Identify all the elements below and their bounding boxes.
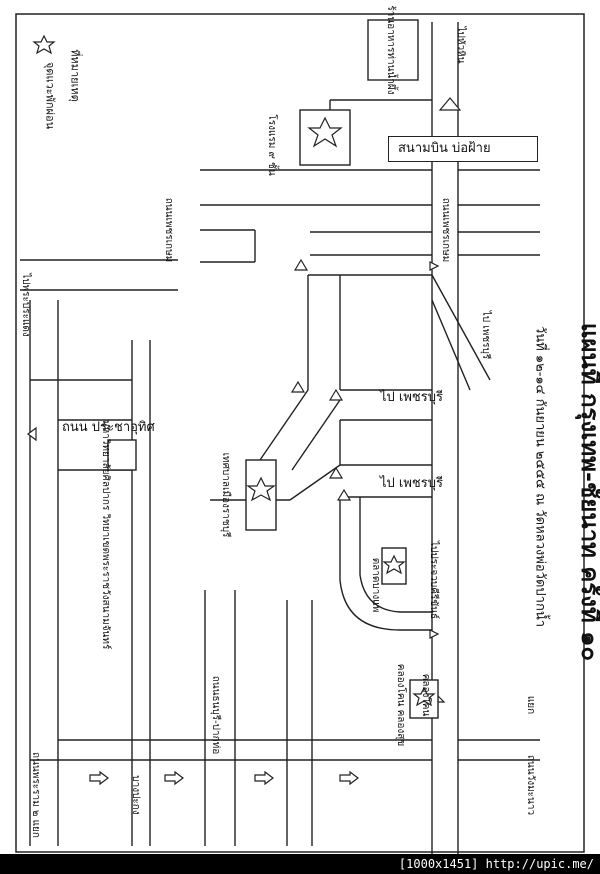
prachauthit-label: ถนน ประชาอุทิศ xyxy=(62,420,155,435)
to-phetchaburi-label-1: ไป เพชรบุรี xyxy=(380,390,443,405)
bottom-road-label-1: ถนนวังมะนาว xyxy=(525,754,536,816)
airport-box xyxy=(388,136,538,162)
top-right-box-label: ร้านอาหารท่านน้ำผึ้ง xyxy=(385,5,396,95)
to-phetchaburi-diag-label: ไป เพชรบุรี xyxy=(480,310,491,360)
canal-2-label: คลองโคน คลองสุข xyxy=(395,663,406,747)
left-vertical-label-1: ไปพระประแดง xyxy=(20,273,31,337)
road-top-right-label: ไปหัวหิน xyxy=(455,26,466,64)
left-vertical-label-2: ถนนพระราม ๒ แยก xyxy=(30,752,41,838)
footer-text: [1000x1451] http://upic.me/ xyxy=(398,857,594,871)
to-phetchaburi-label-2: ไป เพชรบุรี xyxy=(380,476,443,491)
airport-label: สนามบิน บ่อฝ้าย xyxy=(398,141,491,156)
map-subtitle: วันที่ ๑๒-๑๔ กันยายน ๒๕๕๕ ณ วัดหลวงพ่อวั… xyxy=(532,326,548,627)
roads xyxy=(20,22,540,860)
hotel-label: โรงแรม ๙ ชั้น xyxy=(266,114,277,176)
legend-note: ที่หมายเหตุ xyxy=(68,49,82,102)
mid-vertical-label: ไปประจวบคีรีขันธ์ xyxy=(428,540,439,620)
road-mid-label: ถนนเพชรเกษม xyxy=(440,197,451,263)
bottom-road-label-2: แยก xyxy=(525,695,536,715)
left-place-label: มหาวิทยาลัยศิลปากร วิทยาเขตพระราชวังสนาม… xyxy=(100,420,111,650)
legend-symbol-label: จุดแวะพักผ่อน xyxy=(43,61,57,130)
direction-arrows xyxy=(27,97,462,786)
map-border xyxy=(15,13,585,853)
left-vertical-label-4: ถนนธนบุรี-ปากท่อ xyxy=(210,675,221,755)
map-title: แผนที่ กรุงเทพ-ชัยนาท ครั้งที่ ๑๐ xyxy=(576,322,600,662)
image-host-banner: [1000x1451] http://upic.me/ xyxy=(0,854,600,874)
road-upper-label: ถนนเพชรเกษม xyxy=(163,197,174,263)
center-place-label: เทศบาลเมืองราชบุรี xyxy=(220,452,231,538)
canal-label: คลองโคน xyxy=(420,673,431,717)
mid-box-label: ตลาดบางแพ xyxy=(370,557,381,613)
left-vertical-label-3: บางปะกง xyxy=(130,775,141,815)
star-icons xyxy=(32,34,436,707)
